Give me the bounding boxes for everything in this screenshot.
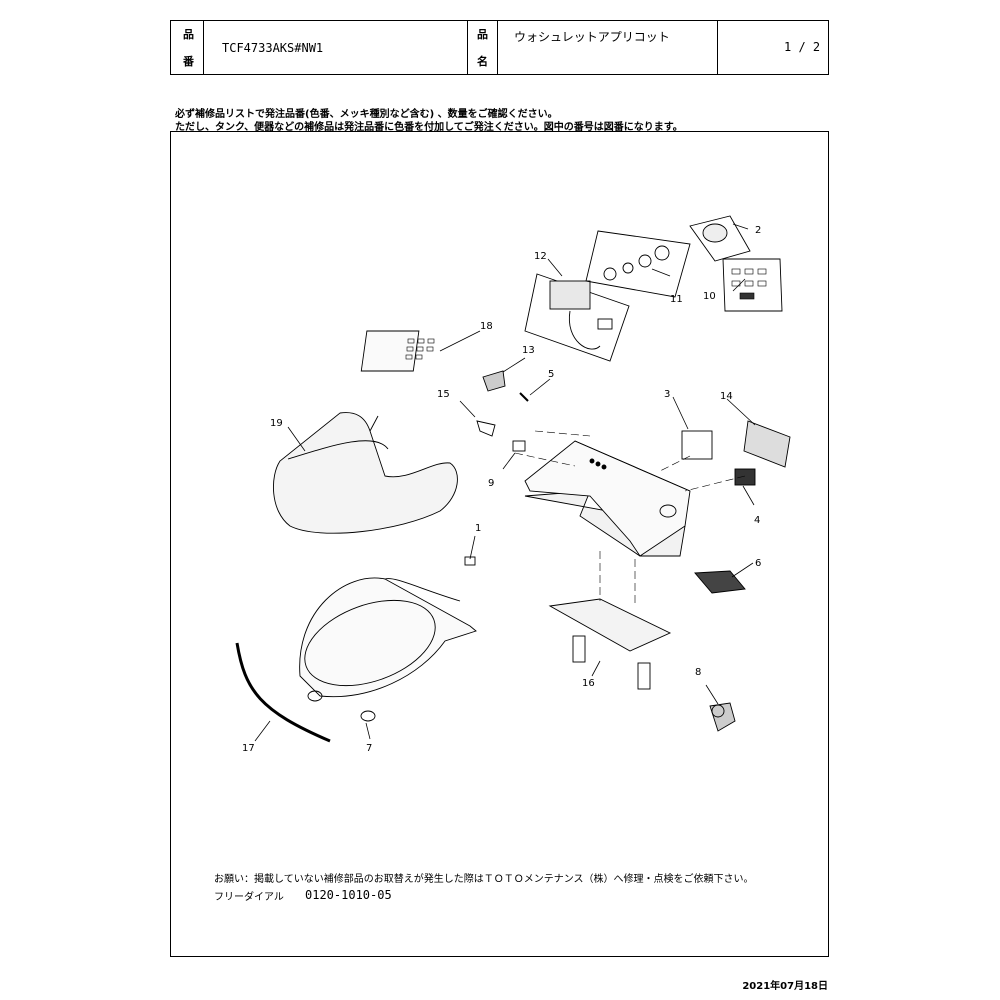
callout-15: 15	[437, 389, 450, 400]
base-plate-drawing	[548, 598, 672, 690]
part-no-cell: TCF4733AKS#NW1	[203, 21, 467, 74]
repair-request-note: お願い：掲載していない補修部品のお取替えが発生した際はＴＯＴＯメンテナンス（株）…	[214, 874, 754, 885]
filter-parts-drawing	[585, 230, 691, 298]
free-dial-number: 0120-1010-05	[305, 888, 392, 902]
part-6-drawing	[694, 570, 746, 594]
stop-valve-drawing	[709, 702, 736, 732]
callout-8: 8	[695, 667, 701, 678]
diagram-frame	[170, 131, 829, 957]
seat-lid-drawing	[273, 412, 458, 534]
product-name-cell: ウォシュレットアプリコット	[497, 21, 717, 74]
leader-lines	[254, 223, 756, 742]
notice-line-1: 必ず補修品リストで発注品番(色番、メッキ種別など含む) 、数量をご確認ください。	[175, 109, 558, 120]
seat-foot-drawing	[360, 710, 376, 722]
callout-12: 12	[534, 251, 547, 262]
callout-5: 5	[548, 369, 554, 380]
callout-11: 11	[670, 294, 683, 305]
callout-7: 7	[366, 743, 372, 754]
callout-9: 9	[488, 478, 494, 489]
callout-13: 13	[522, 345, 535, 356]
callout-3: 3	[664, 389, 670, 400]
screw-5-drawing	[519, 392, 529, 402]
seat-ring-drawing	[299, 577, 477, 698]
callout-18: 18	[480, 321, 493, 332]
free-dial-label: フリーダイアル	[214, 892, 284, 903]
valve-unit-drawing	[524, 273, 630, 362]
guide-lines	[514, 430, 746, 606]
part-9-drawing	[512, 440, 526, 452]
remote-control-drawing	[360, 330, 435, 372]
callout-1: 1	[475, 523, 481, 534]
part-4-drawing	[734, 468, 756, 486]
seat-foot-drawing	[307, 690, 323, 702]
header-table: 品 番 TCF4733AKS#NW1 品 名 ウォシュレットアプリコット 1 /…	[170, 20, 829, 75]
part-15-drawing	[476, 420, 496, 437]
callout-6: 6	[755, 558, 761, 569]
filter-part-3-drawing	[681, 430, 713, 460]
callout-19: 19	[270, 418, 283, 429]
callout-10: 10	[703, 291, 716, 302]
exploded-parts-diagram: 1 2 3 4 5 6 7 8 9 10 11 12 13 14 15 16 1…	[235, 215, 791, 754]
product-name-value: ウォシュレットアプリコット	[514, 30, 670, 44]
part-no-value: TCF4733AKS#NW1	[222, 41, 324, 55]
callout-17: 17	[242, 743, 255, 754]
supply-hose-drawing	[235, 642, 331, 743]
callout-4: 4	[754, 515, 760, 526]
main-body-drawing	[524, 440, 691, 557]
callout-16: 16	[582, 678, 595, 689]
part-14-drawing	[743, 420, 791, 468]
part-1-drawing	[464, 556, 476, 566]
callout-14: 14	[720, 391, 733, 402]
part-13-drawing	[482, 370, 506, 392]
product-label-top: 品	[477, 28, 488, 41]
product-label-cell: 品 名	[467, 21, 497, 74]
callout-2: 2	[755, 225, 761, 236]
part-no-label-top: 品	[183, 28, 194, 41]
product-label-bottom: 名	[477, 55, 488, 68]
page-cell: 1 / 2	[717, 21, 830, 74]
part-no-label-bottom: 番	[183, 55, 194, 68]
small-parts-drawing	[722, 258, 783, 312]
notice-line-2: ただし、タンク、便器などの補修品は発注品番に色番を付加してご発注ください。図中の…	[175, 122, 683, 133]
page-number: 1 / 2	[784, 40, 821, 54]
nozzle-cap-drawing	[689, 215, 751, 262]
issue-date: 2021年07月18日	[742, 981, 828, 992]
